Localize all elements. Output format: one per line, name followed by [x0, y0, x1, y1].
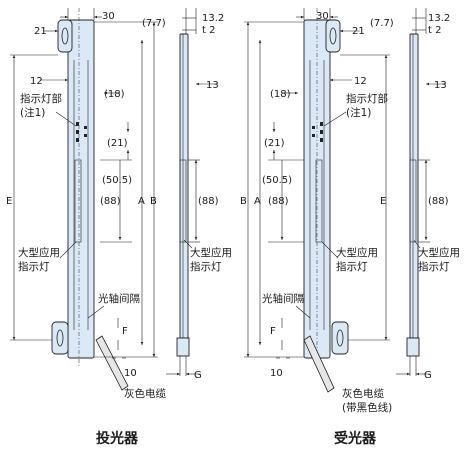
emitter-axis-pitch-label: 光轴间隔: [98, 292, 140, 305]
emitter-dim-e: E: [6, 196, 12, 207]
receiver-cable-label: 灰色电缆: [342, 387, 384, 400]
receiver-dim-b: B: [240, 196, 247, 207]
emitter-side-large-indicator-label: 大型应用: [190, 246, 232, 259]
emitter-side-large-indicator-label-2: 指示灯: [190, 260, 222, 273]
emitter-cable: [95, 335, 129, 391]
receiver-large-indicator-label: 大型应用: [336, 246, 378, 259]
emitter-side-view: [176, 33, 190, 376]
receiver-indicator-note: (注1): [346, 106, 371, 119]
receiver-dim-21-paren: (21): [264, 138, 285, 149]
receiver-side-dim-88: (88): [428, 196, 449, 207]
emitter-dim-50-5: (50.5): [102, 175, 132, 186]
emitter-indicator-leds: [76, 122, 87, 142]
emitter-dim-13-2: 13.2: [202, 13, 224, 24]
receiver-indicator-label: 指示灯部: [346, 92, 388, 105]
emitter-dim-t2: t 2: [202, 25, 215, 36]
receiver-dim-e: E: [380, 196, 386, 207]
emitter-dim-10: 10: [124, 368, 137, 379]
emitter-bottom-tab: [51, 321, 69, 355]
receiver-axis-pitch-label: 光轴间隔: [262, 292, 304, 305]
emitter-large-indicator-label-2: 指示灯: [18, 260, 50, 273]
emitter-large-indicator-label: 大型应用: [18, 246, 60, 259]
receiver-side-large-indicator-label-2: 指示灯: [418, 260, 450, 273]
receiver-caption: 受光器: [334, 430, 377, 447]
emitter-dim-12: 12: [30, 76, 43, 87]
emitter-dim-g: G: [194, 370, 202, 381]
emitter-dim-f: F: [122, 326, 128, 337]
emitter-dim-21-paren: (21): [107, 138, 128, 149]
emitter-side-dim-88: (88): [198, 196, 219, 207]
receiver-cable: [303, 335, 335, 393]
receiver-dim-30: 30: [316, 11, 329, 22]
emitter-indicator-label: 指示灯部: [20, 92, 62, 105]
receiver-dim-13: 13: [434, 80, 447, 91]
receiver-dim-13-2: 13.2: [428, 13, 450, 24]
receiver-dim-10: 10: [270, 368, 283, 379]
emitter-cable-label: 灰色电缆: [124, 387, 166, 400]
receiver-dim-12: 12: [354, 76, 367, 87]
receiver-bottom-tab: [331, 321, 349, 355]
receiver-side-view: [406, 33, 420, 376]
receiver-side-large-indicator-label: 大型应用: [418, 246, 460, 259]
emitter-dim-88: (88): [100, 196, 121, 207]
receiver-dim-88: (88): [268, 196, 289, 207]
emitter-dim-21: 21: [34, 26, 47, 37]
emitter-top-tab: [57, 19, 73, 53]
receiver-dim-18: (18): [270, 89, 291, 100]
emitter-drawing: 30 21 12 (18) 指示灯部 (注1) (21) (50.5) (88)…: [6, 8, 232, 447]
emitter-dim-13: 13: [206, 80, 219, 91]
emitter-dim-18: (18): [104, 89, 125, 100]
receiver-large-indicator-label-2: 指示灯: [336, 260, 368, 273]
emitter-indicator-note: (注1): [20, 106, 45, 119]
receiver-drawing: 30 21 12 (18) 指示灯部 (注1) (21) (50.5) (88)…: [240, 8, 460, 447]
receiver-cable-label-2: (带黑色线): [342, 401, 392, 414]
receiver-dim-50-5: (50.5): [262, 175, 292, 186]
emitter-dim-7-7: (7.7): [142, 18, 166, 29]
receiver-dim-t2: t 2: [428, 25, 441, 36]
receiver-dim-a: A: [254, 196, 261, 207]
emitter-caption: 投光器: [96, 430, 139, 447]
receiver-large-indicator: [315, 159, 323, 243]
receiver-indicator-leds: [312, 122, 323, 142]
emitter-dim-30: 30: [102, 11, 115, 22]
receiver-dim-7-7: (7.7): [370, 18, 394, 29]
emitter-dim-b: B: [150, 196, 157, 207]
emitter-large-indicator: [74, 159, 82, 243]
receiver-dim-f: F: [270, 326, 276, 337]
receiver-top-tab: [325, 19, 341, 53]
receiver-dim-g: G: [424, 370, 432, 381]
receiver-dim-21: 21: [352, 26, 365, 37]
emitter-dim-a: A: [138, 196, 145, 207]
